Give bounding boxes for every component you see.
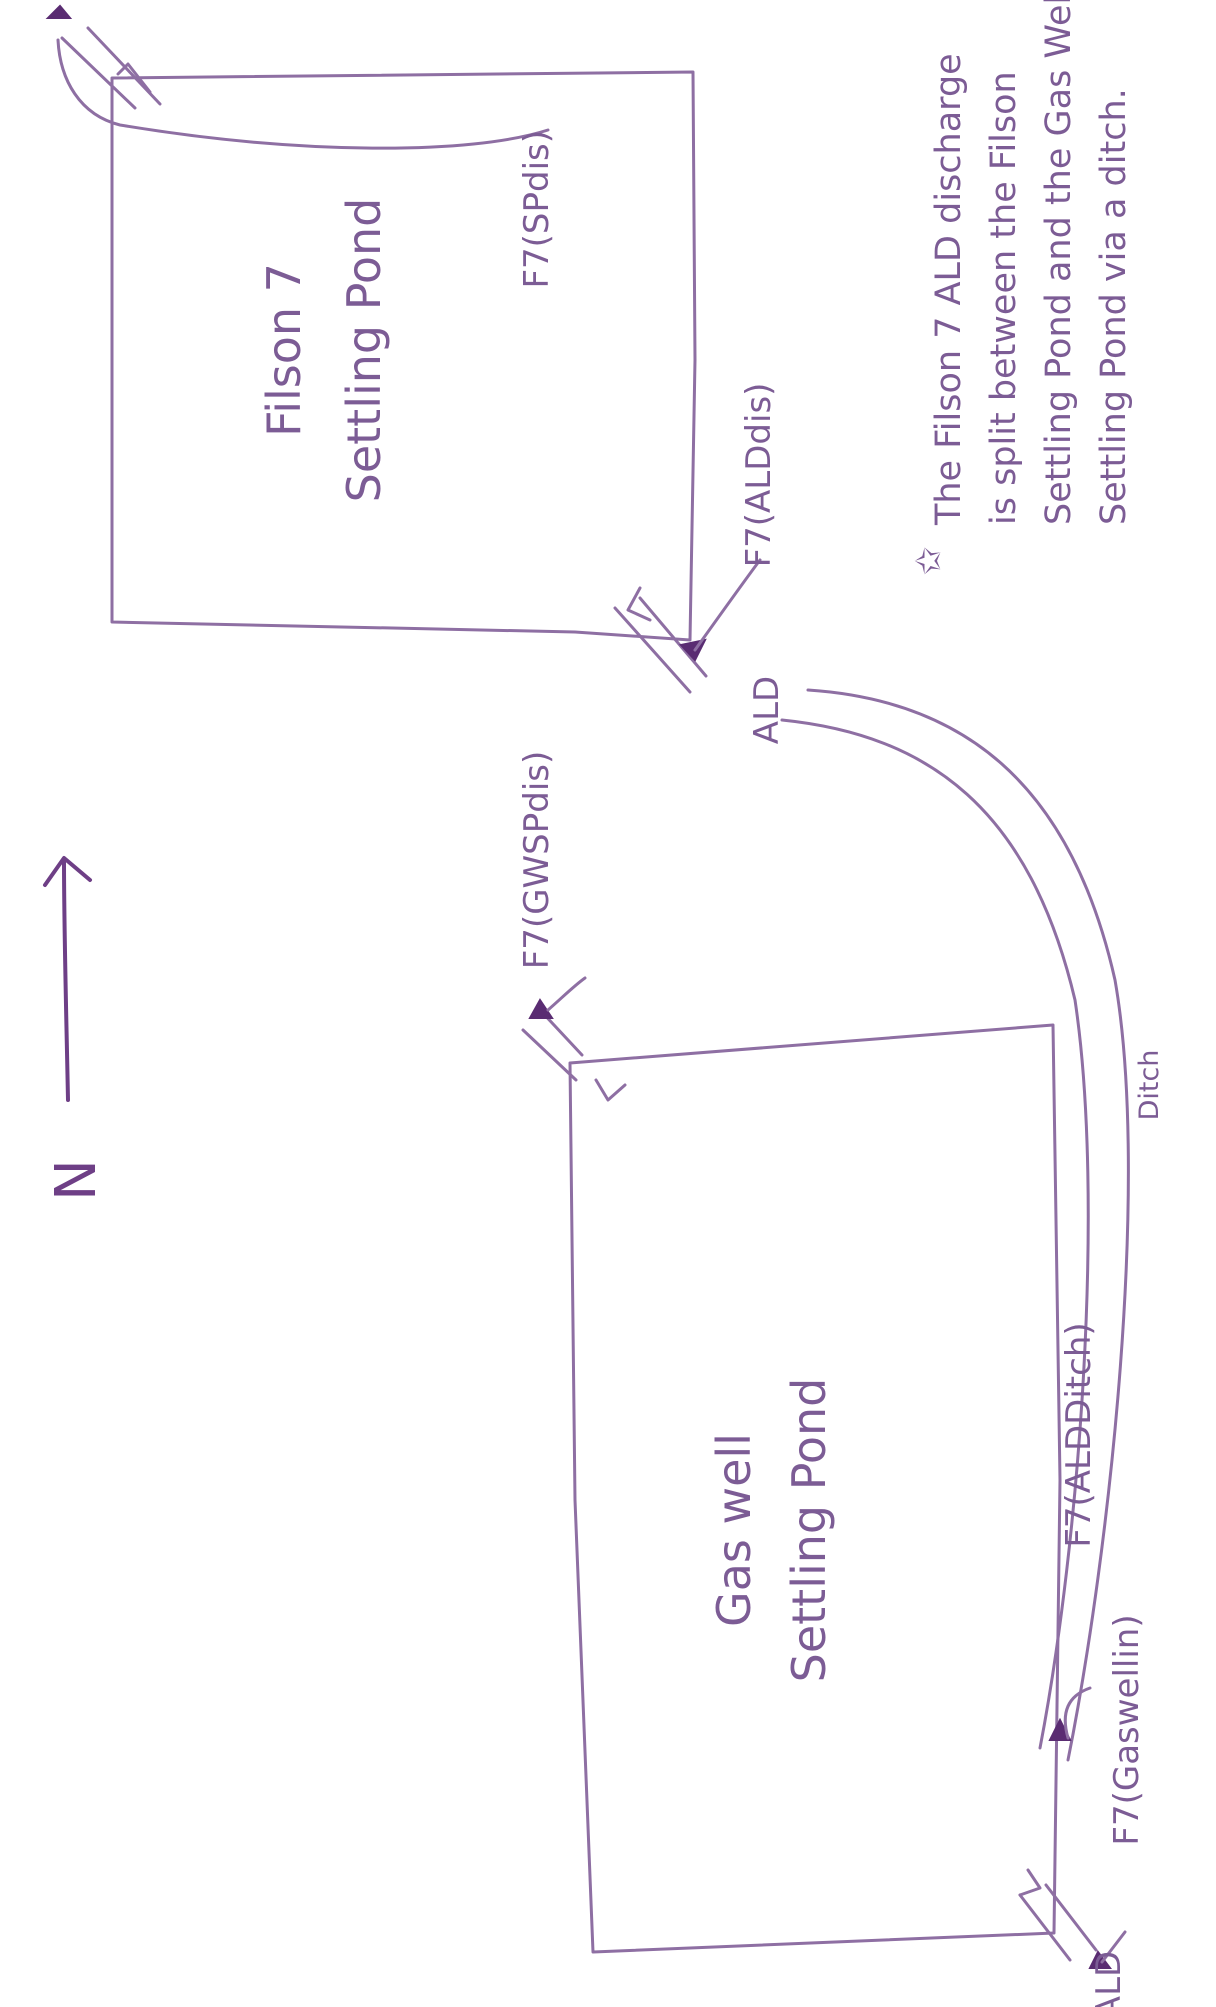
note-line-4: Settling Pond via a ditch. bbox=[1094, 88, 1134, 525]
gwspdis-discharge-pipe bbox=[521, 1008, 627, 1102]
gaswell-pond-subtitle: Settling Pond bbox=[782, 1378, 836, 1683]
ald-upper-label: ALD bbox=[747, 676, 787, 744]
spdis-arrow-curve bbox=[56, 38, 550, 150]
note-line-3: Settling Pond and the Gas Well bbox=[1039, 0, 1079, 525]
north-arrow-head bbox=[43, 856, 92, 887]
aldis-label: F7(ALDdis) bbox=[739, 383, 779, 568]
note-star-icon: ✩ bbox=[909, 547, 949, 576]
note-line-2: is split between the Filson bbox=[984, 71, 1024, 525]
aldis-leader-line bbox=[693, 558, 762, 652]
gaswellin-inflow-pipe bbox=[1018, 1868, 1098, 1962]
gaswellin-label: F7(Gaswellin) bbox=[1107, 1614, 1147, 1845]
gaswellin-leader-line bbox=[1100, 1930, 1127, 1964]
filson-pond-title: Filson 7 bbox=[257, 263, 311, 437]
filson-pond-subtitle: Settling Pond bbox=[337, 198, 391, 503]
gaswell-settling-pond-outline bbox=[568, 1023, 1062, 1954]
ditch-label: Ditch bbox=[1134, 1050, 1165, 1121]
ditch-outer-line bbox=[806, 688, 1130, 1762]
alditch-label: F7(ALDDitch) bbox=[1059, 1322, 1099, 1547]
north-arrow-shaft bbox=[62, 858, 70, 1102]
filson-settling-pond-outline bbox=[110, 70, 697, 642]
ald-discharge-pipe bbox=[613, 586, 708, 694]
spdis-label: F7(SPdis) bbox=[517, 130, 557, 289]
note-line-1: The Filson 7 ALD discharge bbox=[929, 53, 969, 526]
spdis-arrow-head bbox=[45, 4, 73, 19]
gwspdis-label: F7(GWSPdis) bbox=[517, 751, 557, 970]
gwspdis-sample-marker bbox=[528, 998, 554, 1019]
alditch-leader-line bbox=[1063, 1686, 1092, 1740]
spdis-discharge-pipe bbox=[60, 26, 162, 110]
gwspdis-leader-line bbox=[546, 976, 587, 1012]
north-label: N bbox=[44, 1159, 109, 1201]
ditch-inner-line bbox=[780, 718, 1090, 1750]
ald-lower-label: ALD bbox=[1089, 1951, 1129, 2007]
gaswell-pond-title: Gas well bbox=[707, 1433, 761, 1627]
